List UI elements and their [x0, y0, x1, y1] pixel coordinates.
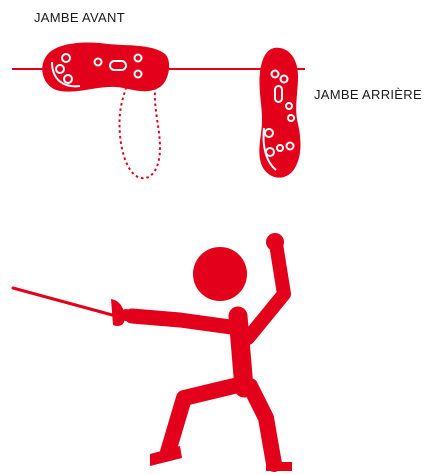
lifted-foot-outline-icon [119, 82, 160, 178]
fencer-en-garde-icon [13, 233, 292, 471]
back-foot-sole-icon [259, 48, 300, 178]
front-foot-sole-icon [42, 43, 169, 92]
